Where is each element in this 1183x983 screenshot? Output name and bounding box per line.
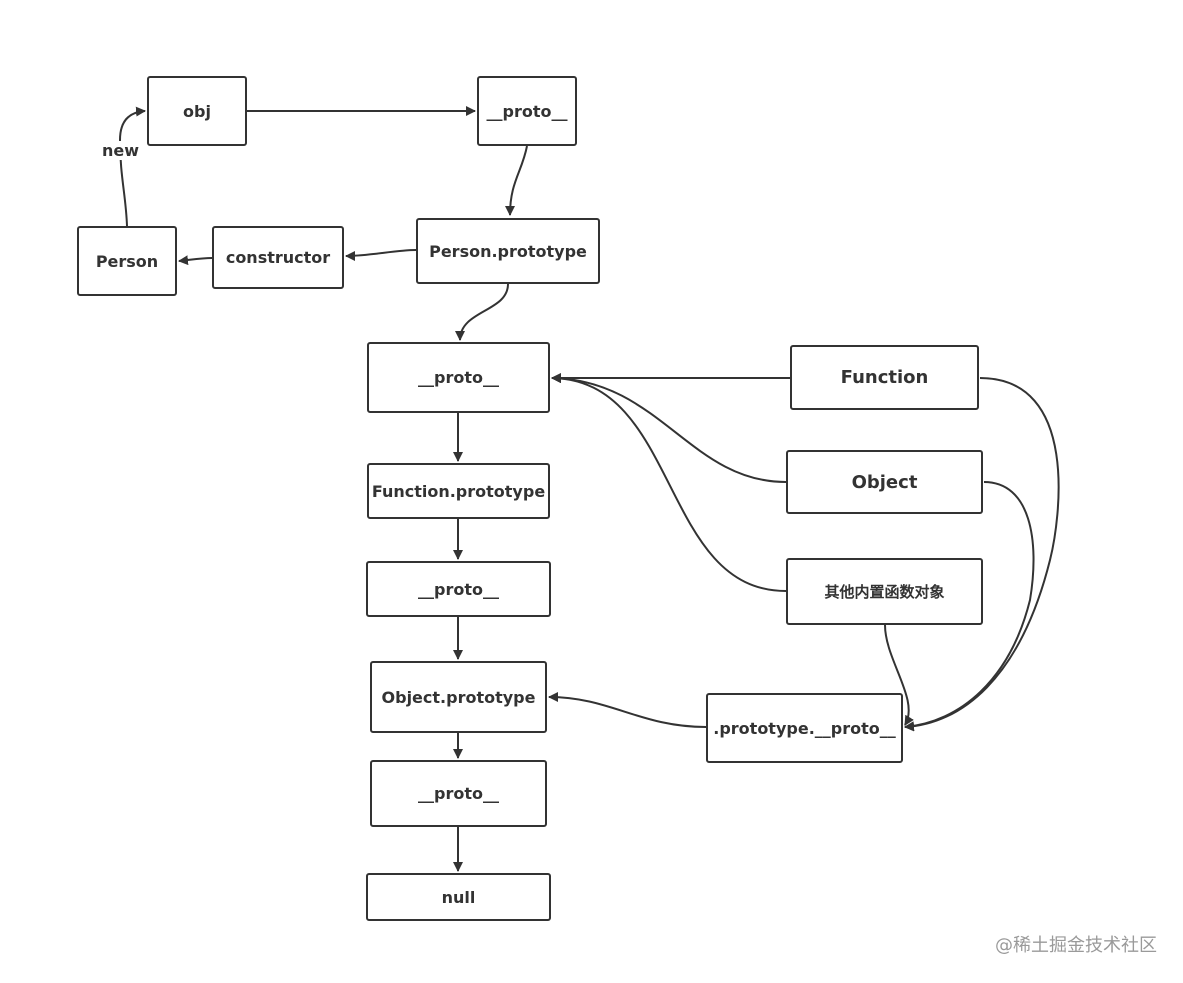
proto-node-top: __proto__ — [477, 76, 577, 146]
proto-node-null: __proto__ — [370, 760, 547, 827]
person-prototype-node: Person.prototype — [416, 218, 600, 284]
proto-null-label: __proto__ — [418, 784, 499, 803]
edge-builtins-to-proto — [551, 373, 787, 592]
edge-proto-to-person-prototype — [505, 145, 528, 216]
edge-object-to-prototype-proto — [904, 481, 1035, 732]
proto-fn-label: __proto__ — [418, 368, 499, 387]
edge-person-prototype-to-proto — [455, 283, 509, 341]
prototype-proto-label: .prototype.__proto__ — [713, 718, 896, 738]
edge-prototype-proto-to-object-prototype — [548, 692, 707, 728]
builtins-label: 其他内置函数对象 — [824, 583, 945, 601]
null-label: null — [441, 887, 476, 907]
obj-node: obj — [147, 76, 247, 146]
edge-person-prototype-to-constructor — [345, 249, 417, 261]
edge-builtins-to-prototype-proto — [884, 624, 914, 726]
person-prototype-label: Person.prototype — [429, 241, 587, 261]
new-label: new — [101, 141, 141, 160]
object-label: Object — [851, 471, 918, 493]
function-node: Function — [790, 345, 979, 410]
person-label: Person — [95, 251, 159, 271]
function-prototype-node: Function.prototype — [367, 463, 550, 519]
object-node: Object — [786, 450, 983, 514]
constructor-node: constructor — [212, 226, 344, 289]
person-node: Person — [77, 226, 177, 296]
prototype-proto-node: .prototype.__proto__ — [706, 693, 903, 763]
function-label: Function — [840, 367, 929, 388]
proto-top-label: __proto__ — [486, 101, 568, 121]
edge-object-to-proto — [551, 373, 787, 483]
obj-label: obj — [183, 101, 211, 121]
builtins-node: 其他内置函数对象 — [786, 558, 983, 625]
object-prototype-node: Object.prototype — [370, 661, 547, 733]
watermark: @稀土掘金技术社区 — [995, 935, 1157, 956]
function-prototype-label: Function.prototype — [371, 481, 546, 501]
edge-person-to-obj-new — [118, 106, 146, 227]
edge-function-to-prototype-proto — [904, 377, 1060, 732]
object-prototype-label: Object.prototype — [381, 687, 536, 707]
proto-node-obj: __proto__ — [366, 561, 551, 617]
proto-node-fn: __proto__ — [367, 342, 550, 413]
null-node: null — [366, 873, 551, 921]
proto-obj-label: __proto__ — [418, 579, 499, 599]
constructor-label: constructor — [225, 248, 331, 267]
edge-constructor-to-person — [178, 255, 213, 266]
